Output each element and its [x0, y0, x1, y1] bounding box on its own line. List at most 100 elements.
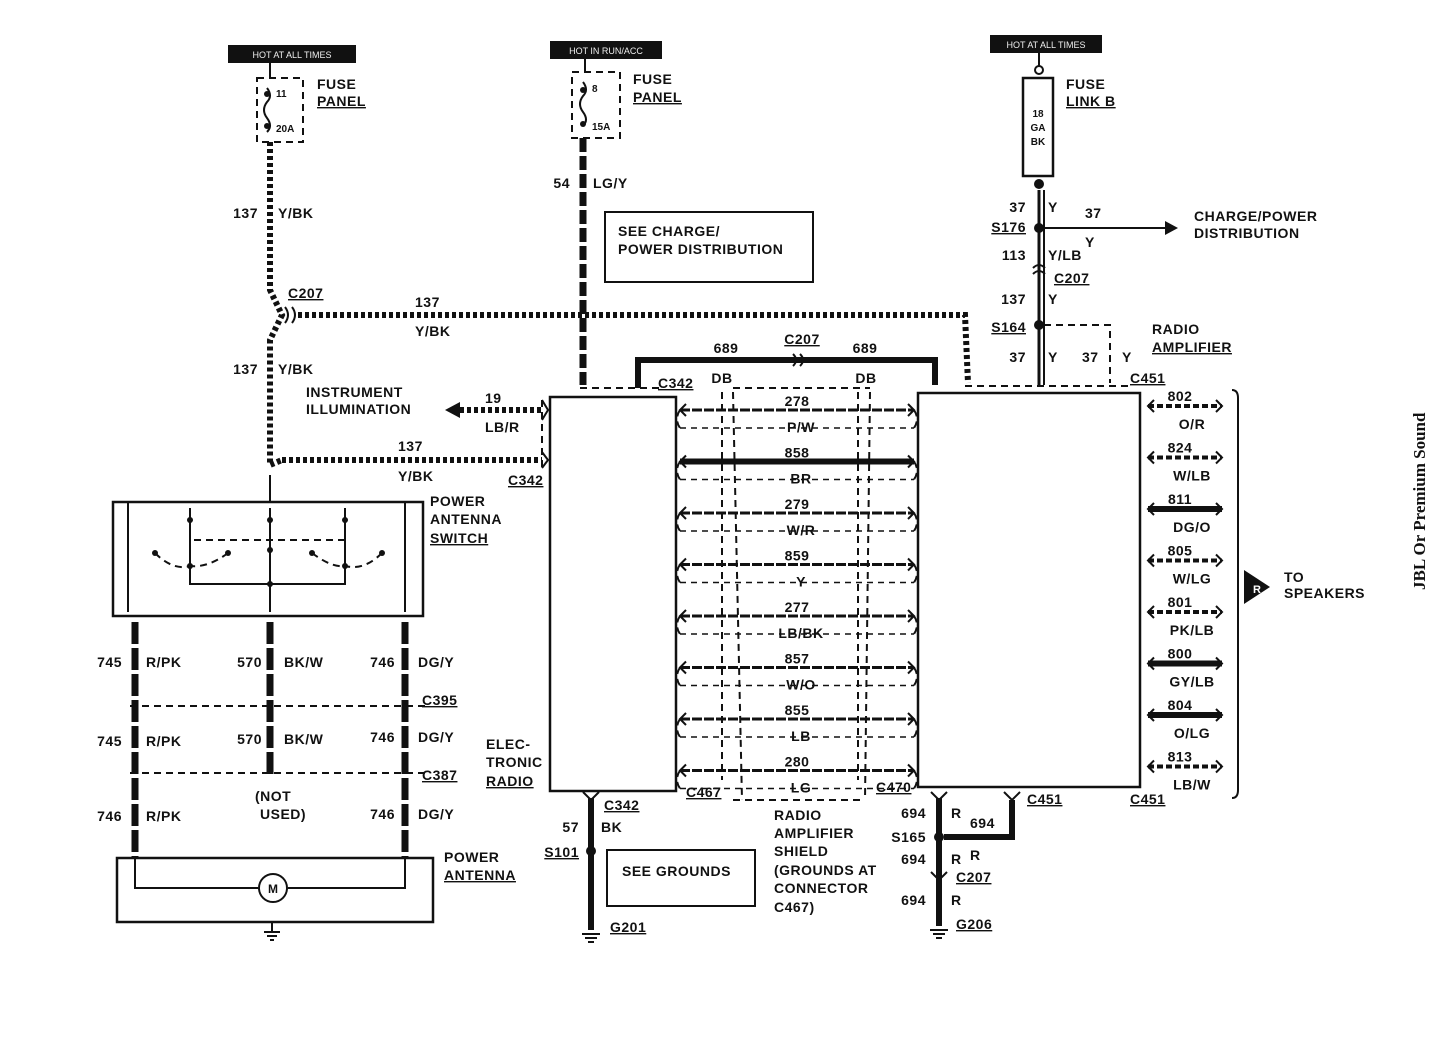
- antenna-r2-570: 570: [237, 731, 262, 747]
- center-wire-number: 277: [785, 599, 810, 615]
- center-wire-loop-right: [913, 718, 918, 738]
- to-speakers: R TO SPEAKERS: [1244, 569, 1365, 604]
- splice-s165: S165: [891, 829, 926, 845]
- speaker-wire-terminal-left: [1146, 502, 1155, 516]
- speaker-wire-terminal-right: [1215, 759, 1224, 774]
- radio-label-1: ELEC-: [486, 736, 531, 752]
- connector-c342-top: C342: [658, 375, 693, 391]
- speaker-wires: 802O/R824W/LB811DG/O805W/LG801PK/LB800GY…: [1146, 388, 1224, 793]
- side-title: JBL Or Premium Sound: [1410, 412, 1429, 590]
- radio-label-3: RADIO: [486, 773, 534, 789]
- fuse-center-label-1: FUSE: [633, 71, 672, 87]
- fuse-link-b: 18 GA BK FUSE LINK B: [1021, 53, 1115, 189]
- wire-37-d-number: 37: [1082, 349, 1099, 365]
- center-wire-loop-left: [676, 615, 681, 635]
- fuse-left-number: 11: [276, 89, 287, 100]
- center-wire-loop-left: [676, 563, 681, 584]
- antenna-r1-745: 745: [97, 654, 122, 670]
- speaker-wire-color: PK/LB: [1170, 622, 1215, 638]
- center-wire-loop-right: [913, 563, 918, 584]
- fuse-left-label-1: FUSE: [317, 76, 356, 92]
- connector-c342-left: C342: [508, 472, 543, 488]
- connector-c207-right: C207: [1054, 270, 1089, 286]
- wire-57-number: 57: [562, 819, 579, 835]
- center-wire-loop-right: [913, 769, 918, 790]
- motor-icon: [258, 873, 288, 903]
- speaker-wire-color: GY/LB: [1169, 674, 1214, 690]
- splice-s101: S101: [544, 844, 579, 860]
- wire-37-a-color: Y: [1048, 199, 1058, 215]
- fuse-center-amp: 15A: [592, 122, 610, 133]
- connector-c207-left: C207: [288, 285, 323, 301]
- wire-37-c-number: 37: [1009, 349, 1026, 365]
- wire-54-color: LG/Y: [593, 175, 628, 191]
- speaker-wire-color: DG/O: [1173, 519, 1211, 535]
- center-wire-number: 279: [785, 496, 810, 512]
- center-wire-color: P/W: [787, 419, 815, 435]
- center-wire-loop-left: [676, 460, 681, 481]
- ground-g201: G201: [610, 919, 646, 935]
- power-feed-left: HOT AT ALL TIMES: [228, 45, 356, 63]
- speaker-bracket: [1231, 389, 1239, 799]
- speaker-wire-color: W/LG: [1173, 571, 1212, 587]
- connector-c467: C467: [686, 784, 721, 800]
- see-charge-line-1: SEE CHARGE/: [618, 223, 720, 239]
- power-antenna-line-2: ANTENNA: [444, 867, 516, 883]
- center-wire-loop-left: [676, 769, 681, 790]
- wire-137-e-color: Y: [1048, 291, 1058, 307]
- to-speakers-line-2: SPEAKERS: [1284, 585, 1365, 601]
- center-wire-number: 855: [785, 702, 810, 718]
- shield-db-left: DB: [711, 370, 732, 386]
- speaker-wire-number: 801: [1168, 594, 1193, 610]
- fuse-left: 11 20A FUSE PANEL: [256, 63, 365, 143]
- splice-s176: S176: [991, 219, 1026, 235]
- shield-label-4: (GROUNDS AT: [774, 862, 877, 878]
- speaker-wire-color: W/LB: [1173, 468, 1211, 484]
- shield-label-6: C467): [774, 899, 815, 915]
- antenna-r2-746: 746: [370, 729, 395, 745]
- wire-54: 54 LG/Y: [553, 138, 627, 385]
- speaker-wire-number: 813: [1168, 749, 1193, 765]
- power-antenna-switch: POWER ANTENNA SWITCH: [111, 475, 501, 618]
- speaker-wire-terminal-right: [1215, 502, 1224, 516]
- wire-694-b-number: 694: [970, 815, 995, 831]
- center-wire-loop-right: [913, 409, 918, 429]
- wire-137-b-color: Y/BK: [415, 323, 450, 339]
- center-wire-bundle: [721, 387, 871, 801]
- to-speakers-badge: R: [1253, 584, 1261, 596]
- shield-db-right: DB: [855, 370, 876, 386]
- wire-137-d-color: Y/BK: [398, 468, 433, 484]
- shield-label-2: AMPLIFIER: [774, 825, 854, 841]
- center-wire-number: 859: [785, 548, 810, 564]
- wire-37-b-number: 37: [1085, 205, 1102, 221]
- wire-137-c-color: Y/BK: [278, 361, 313, 377]
- power-feed-left-text: HOT AT ALL TIMES: [252, 50, 331, 60]
- center-wire-loop-left: [676, 666, 681, 687]
- radio-ground: C342 57 BK S101 SEE GROUNDS G201: [544, 791, 756, 943]
- wire-137-e-number: 137: [1001, 291, 1026, 307]
- center-wire-loop-left: [676, 409, 681, 429]
- wire-689-b: 689: [853, 340, 878, 356]
- antenna-r2-dgy: DG/Y: [418, 729, 454, 745]
- wire-137-horizontal: 137 Y/BK: [284, 294, 971, 384]
- wire-694-a-number: 694: [901, 805, 926, 821]
- wire-137-b-number: 137: [415, 294, 440, 310]
- wire-694-c-number: 694: [901, 851, 926, 867]
- center-wire-number: 280: [785, 754, 810, 770]
- center-wire-loop-right: [913, 460, 918, 481]
- power-switch-line-3: SWITCH: [430, 530, 488, 546]
- instrument-label-1: INSTRUMENT: [306, 384, 403, 400]
- wire-137-d: 137 Y/BK: [282, 438, 550, 484]
- wire-19-number: 19: [485, 390, 502, 406]
- antenna-r3-dgy: DG/Y: [418, 806, 454, 822]
- speaker-wire-number: 804: [1168, 697, 1193, 713]
- center-wire-color: Y: [796, 574, 806, 590]
- speaker-wire-number: 824: [1168, 440, 1193, 456]
- shield-label-1: RADIO: [774, 807, 822, 823]
- instrument-illumination: INSTRUMENT ILLUMINATION 19 LB/R: [306, 384, 550, 435]
- connector-c387: C387: [422, 767, 457, 783]
- motor-label: M: [268, 882, 278, 896]
- wire-694-b-color: R: [970, 847, 981, 863]
- connector-c451-bottom-a: C451: [1027, 791, 1062, 807]
- speaker-wire-terminal-left: [1146, 759, 1155, 774]
